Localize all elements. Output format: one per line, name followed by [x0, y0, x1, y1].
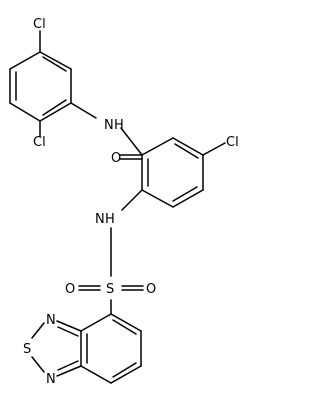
atom-n-amide: N	[104, 118, 114, 133]
atom-n-thiadiazole-top: N	[46, 313, 56, 328]
atom-s-sulfonyl: S	[106, 282, 114, 297]
atom-o-sulfonyl-left: O	[65, 282, 75, 297]
atom-h-amide: H	[114, 118, 124, 133]
atom-o-carbonyl: O	[111, 151, 121, 166]
atom-n-sulfonamide: N	[95, 212, 105, 227]
molecule-structure: Cl N H Cl O Cl N H S O O N S N	[9, 17, 239, 387]
atom-cl-right: Cl	[226, 135, 239, 150]
atom-cl-left: Cl	[33, 135, 46, 150]
atom-o-sulfonyl-right: O	[146, 282, 156, 297]
atom-cl-top: Cl	[33, 17, 46, 32]
atom-s-thiadiazole: S	[23, 342, 31, 357]
bond-lines	[9, 30, 226, 384]
atom-labels: Cl N H Cl O Cl N H S O O N S N	[23, 17, 239, 387]
atom-n-thiadiazole-bottom: N	[46, 372, 56, 387]
atom-h-sulfonamide: H	[105, 212, 115, 227]
